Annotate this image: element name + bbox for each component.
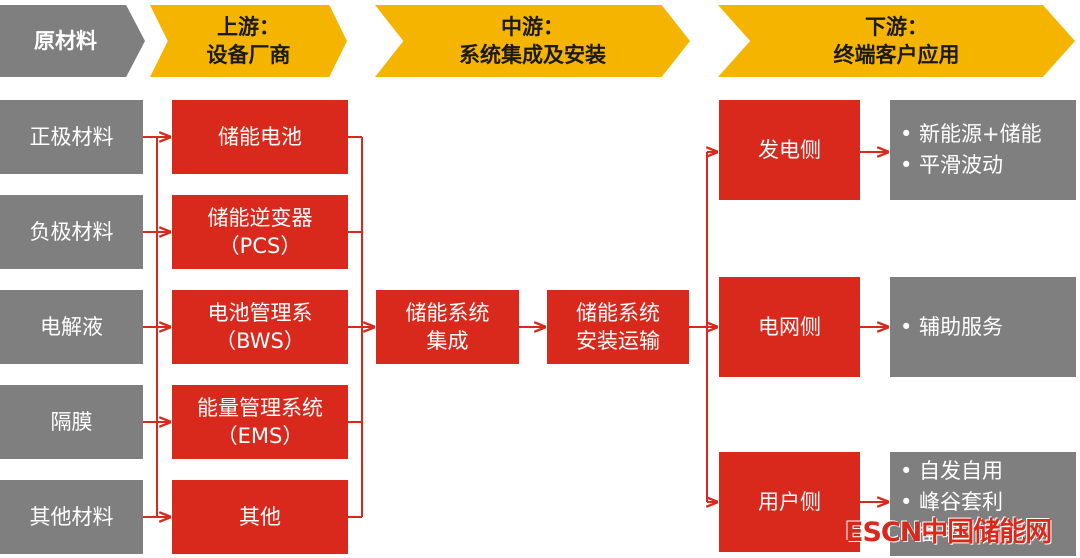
upstream-pcs: 储能逆变器 （PCS） (172, 195, 348, 269)
header-downstream-line2: 终端客户应用 (833, 43, 960, 67)
downstream-side-label: 发电侧 (758, 138, 821, 162)
header-raw-materials: 原材料 (0, 5, 145, 77)
downstream-side-label: 电网侧 (758, 315, 821, 339)
upstream-sublabel: （BWS） (215, 329, 305, 353)
header-upstream-line1: 上游： (217, 15, 280, 39)
raw-material-label: 电解液 (40, 315, 103, 339)
raw-material-separator: 隔膜 (0, 385, 143, 459)
upstream-sublabel: （EMS） (216, 424, 304, 448)
midstream-label: 集成 (426, 329, 469, 353)
midstream-label: 储能系统 (576, 301, 660, 325)
applications-grid: • 辅助服务 (890, 277, 1076, 377)
upstream-other: 其他 (172, 480, 348, 554)
application-item: • 备电 (900, 520, 962, 545)
upstream-ems: 能量管理系统 （EMS） (172, 385, 348, 459)
raw-material-other: 其他材料 (0, 480, 143, 554)
header-midstream: 中游： 系统集成及安装 (375, 5, 690, 77)
raw-material-cathode: 正极材料 (0, 100, 143, 174)
upstream-label: 储能电池 (218, 125, 302, 149)
applications-user: • 自发自用 • 峰谷套利 • 备电 (890, 452, 1076, 556)
midstream-integration: 储能系统 集成 (376, 290, 519, 364)
header-downstream-line1: 下游： (865, 15, 928, 39)
applications-generation: • 新能源+储能 • 平滑波动 (890, 100, 1076, 200)
midstream-label: 安装运输 (576, 329, 660, 353)
escn-watermark-logo: ESCN中国储能网 (845, 517, 1052, 548)
raw-material-label: 正极材料 (29, 125, 114, 149)
raw-material-label: 其他材料 (29, 505, 114, 529)
application-item: • 峰谷套利 (900, 489, 1004, 514)
upstream-label: 电池管理系 (207, 301, 313, 325)
application-item: • 辅助服务 (900, 314, 1004, 339)
downstream-generation-side: 发电侧 (719, 100, 860, 200)
upstream-label: 能量管理系统 (197, 396, 323, 420)
downstream-user-side: 用户侧 (719, 452, 860, 552)
downstream-grid-side: 电网侧 (719, 277, 860, 377)
application-item: • 新能源+储能 (900, 122, 1042, 146)
downstream-side-label: 用户侧 (758, 490, 821, 514)
midstream-label: 储能系统 (405, 301, 490, 325)
header-raw-label: 原材料 (34, 29, 97, 53)
midstream-installation: 储能系统 安装运输 (547, 290, 689, 364)
upstream-bms: 电池管理系 （BWS） (172, 290, 348, 364)
header-midstream-line1: 中游： (501, 15, 564, 39)
upstream-sublabel: （PCS） (218, 234, 302, 258)
upstream-label: 储能逆变器 (207, 206, 313, 230)
application-item: • 自发自用 (900, 458, 1004, 483)
raw-material-label: 隔膜 (50, 410, 93, 434)
raw-material-anode: 负极材料 (0, 195, 143, 269)
upstream-battery: 储能电池 (172, 100, 348, 174)
application-item: • 平滑波动 (900, 153, 1004, 177)
header-upstream: 上游： 设备厂商 (150, 5, 347, 77)
header-downstream: 下游： 终端客户应用 (718, 5, 1075, 77)
header-midstream-line2: 系统集成及安装 (459, 43, 606, 67)
upstream-label: 其他 (239, 505, 281, 529)
header-upstream-line2: 设备厂商 (206, 43, 291, 67)
raw-material-electrolyte: 电解液 (0, 290, 143, 364)
raw-material-label: 负极材料 (29, 220, 114, 244)
